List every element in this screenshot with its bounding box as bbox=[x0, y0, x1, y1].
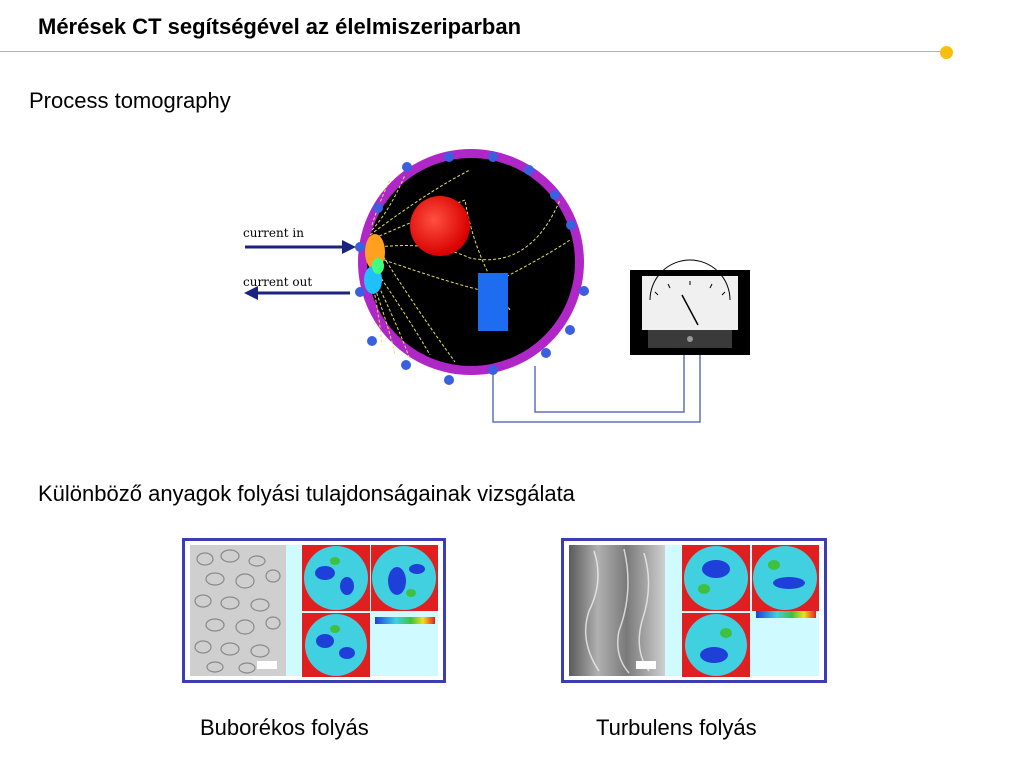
bubble-photo bbox=[190, 545, 286, 676]
color-scale bbox=[375, 617, 435, 624]
wire-2 bbox=[534, 355, 685, 413]
process-tomography-diagram: current in current out bbox=[243, 149, 750, 423]
label-current-out: current out bbox=[243, 275, 312, 289]
turbulent-photo bbox=[569, 545, 665, 676]
color-scale bbox=[756, 611, 816, 618]
electrodes bbox=[355, 152, 589, 385]
wire-1 bbox=[492, 355, 701, 423]
blue-inclusion bbox=[478, 273, 508, 331]
red-inclusion bbox=[410, 196, 470, 256]
slide-title: Mérések CT segítségével az élelmiszeripa… bbox=[38, 14, 522, 39]
pipe-cross-section bbox=[358, 149, 584, 375]
caption-turbulent-flow: Turbulens folyás bbox=[596, 715, 757, 740]
title-accent-dot bbox=[940, 46, 953, 59]
turbulent-flow-panel bbox=[561, 538, 827, 683]
meter-needle bbox=[681, 294, 699, 326]
caption-bubble-flow: Buborékos folyás bbox=[200, 715, 369, 740]
potential-gradient bbox=[364, 234, 385, 294]
section-heading-process-tomography: Process tomography bbox=[29, 88, 231, 113]
current-in-arrowhead bbox=[342, 240, 356, 254]
ammeter bbox=[630, 259, 750, 355]
label-current-in: current in bbox=[243, 226, 304, 240]
bubble-flow-panel bbox=[182, 538, 446, 683]
title-divider bbox=[0, 51, 946, 52]
section-heading-flow-properties: Különböző anyagok folyási tulajdonságain… bbox=[38, 481, 575, 506]
current-out-arrowhead bbox=[244, 286, 258, 300]
